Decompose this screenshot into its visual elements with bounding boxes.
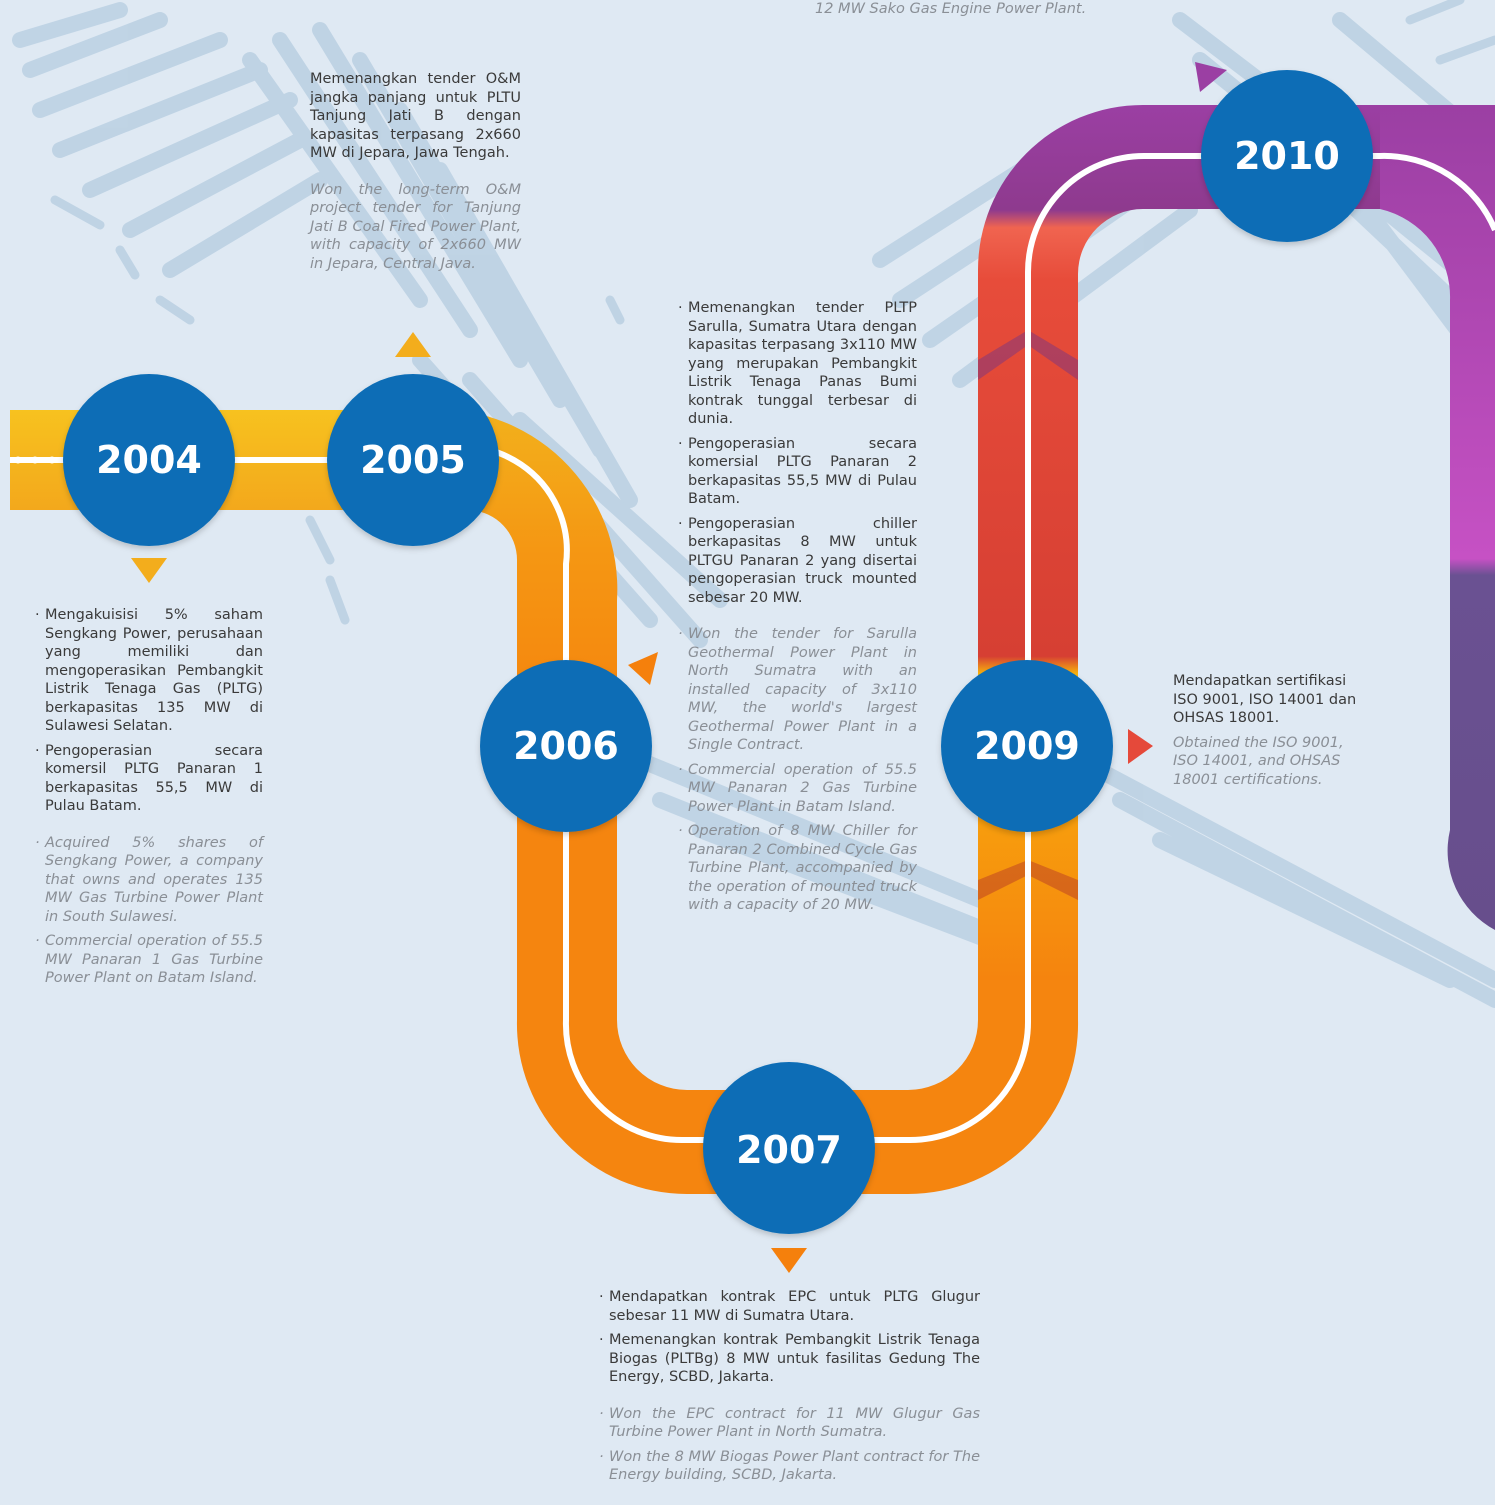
year-circle-2005 bbox=[327, 374, 499, 546]
year-circle-2006 bbox=[480, 660, 652, 832]
milestone-2004-text: Mengakuisisi 5% saham Sengkang Power, pe… bbox=[35, 606, 263, 994]
milestone-2006-en-1: Won the tender for Sarulla Geothermal Po… bbox=[678, 625, 917, 755]
top-caption: 12 MW Sako Gas Engine Power Plant. bbox=[815, 0, 1135, 25]
milestone-2006-id-2: Pengoperasian secara komersial PLTG Pana… bbox=[678, 435, 917, 509]
milestone-2004-en-1: Acquired 5% shares of Sengkang Power, a … bbox=[35, 834, 263, 927]
arrow-down-icon bbox=[131, 558, 167, 583]
arrow-left-icon bbox=[628, 652, 658, 685]
arrow-down-icon bbox=[771, 1248, 807, 1273]
milestone-2005-en: Won the long-term O&M project tender for… bbox=[310, 181, 521, 272]
year-label-2006: 2006 bbox=[513, 724, 619, 768]
milestone-2006-id-1: Memenangkan tender PLTP Sarulla, Sumatra… bbox=[678, 299, 917, 429]
milestone-2007-id-1: Mendapatkan kontrak EPC untuk PLTG Glugu… bbox=[599, 1288, 980, 1325]
milestone-2005-id: Memenangkan tender O&M jangka panjang un… bbox=[310, 71, 521, 161]
year-label-2004: 2004 bbox=[96, 438, 202, 482]
arrow-markers bbox=[131, 62, 1227, 1273]
milestone-2004-id-2: Pengoperasian secara komersil PLTG Panar… bbox=[35, 742, 263, 816]
milestone-2006-text: Memenangkan tender PLTP Sarulla, Sumatra… bbox=[678, 299, 917, 921]
year-circle-2004 bbox=[63, 374, 235, 546]
year-label-2007: 2007 bbox=[736, 1128, 842, 1172]
year-circles bbox=[63, 70, 1373, 1234]
milestone-2006-en-2: Commercial operation of 55.5 MW Panaran … bbox=[678, 761, 917, 817]
year-circle-2010 bbox=[1201, 70, 1373, 242]
year-circle-2009 bbox=[941, 660, 1113, 832]
milestone-2009-en: Obtained the ISO 9001, ISO 14001, and OH… bbox=[1173, 734, 1344, 788]
milestone-2007-en-2: Won the 8 MW Biogas Power Plant contract… bbox=[599, 1448, 980, 1485]
milestone-2006-en-3: Operation of 8 MW Chiller for Panaran 2 … bbox=[678, 822, 917, 915]
year-labels: 2004 2005 2006 2007 2009 2010 bbox=[96, 134, 1340, 1172]
year-label-2009: 2009 bbox=[974, 724, 1080, 768]
year-label-2005: 2005 bbox=[360, 438, 466, 482]
milestone-2004-id-1: Mengakuisisi 5% saham Sengkang Power, pe… bbox=[35, 606, 263, 736]
arrow-up-icon bbox=[1195, 62, 1227, 92]
milestone-2007-en-1: Won the EPC contract for 11 MW Glugur Ga… bbox=[599, 1405, 980, 1442]
milestone-2007-id-2: Memenangkan kontrak Pembangkit Listrik T… bbox=[599, 1331, 980, 1387]
arrow-right-icon bbox=[1128, 729, 1153, 764]
milestone-2009-id: Mendapatkan sertifikasi ISO 9001, ISO 14… bbox=[1173, 673, 1357, 726]
year-label-2010: 2010 bbox=[1234, 134, 1340, 178]
year-circle-2007 bbox=[703, 1062, 875, 1234]
milestone-2006-id-3: Pengoperasian chiller berkapasitas 8 MW … bbox=[678, 515, 917, 608]
arrow-up-icon bbox=[395, 332, 431, 357]
top-caption-text: 12 MW Sako Gas Engine Power Plant. bbox=[815, 1, 1087, 17]
milestone-2009-text: Mendapatkan sertifikasi ISO 9001, ISO 14… bbox=[1173, 672, 1358, 795]
milestone-2005-text: Memenangkan tender O&M jangka panjang un… bbox=[310, 70, 521, 279]
milestone-2004-en-2: Commercial operation of 55.5 MW Panaran … bbox=[35, 932, 263, 988]
milestone-2007-text: Mendapatkan kontrak EPC untuk PLTG Glugu… bbox=[599, 1288, 980, 1491]
